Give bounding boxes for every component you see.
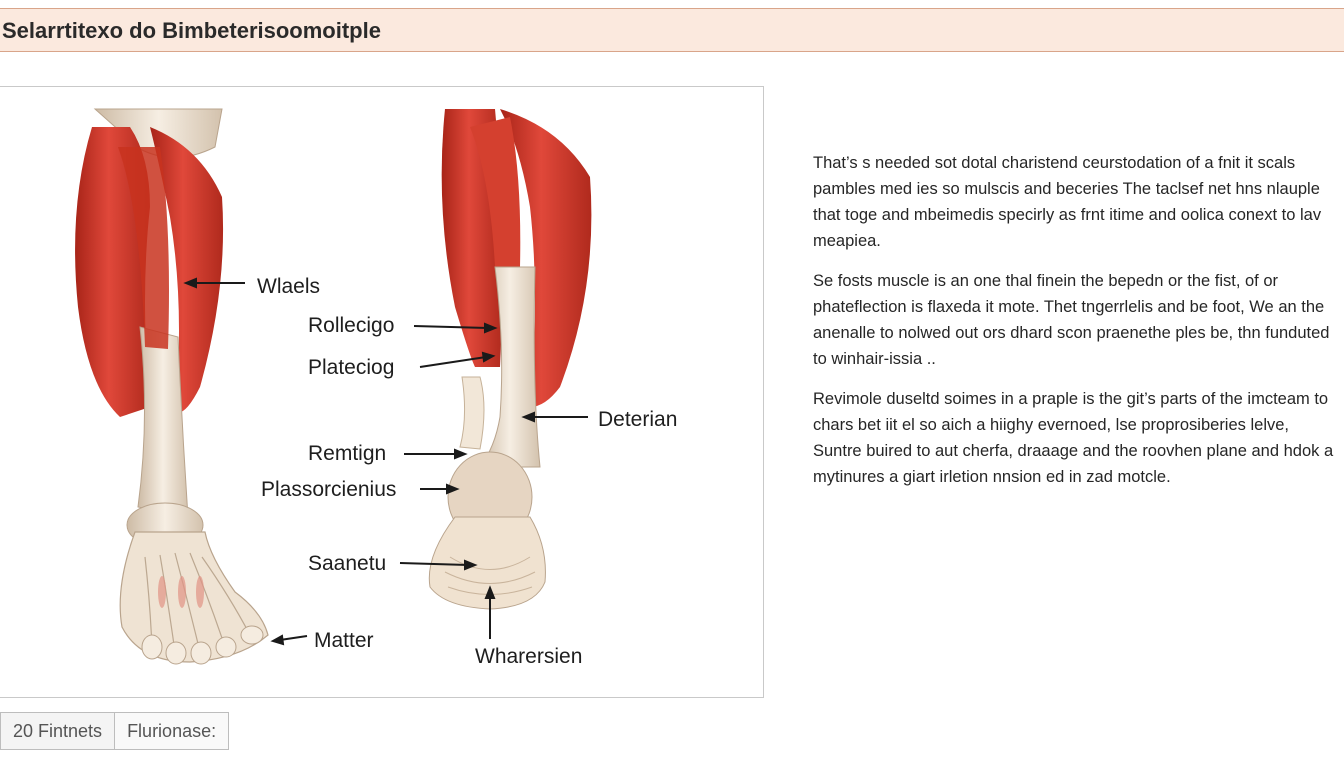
label-plateciog: Plateciog bbox=[308, 356, 395, 379]
anatomy-figure: Wlaels Rollecigo Plateciog Deterian Remt… bbox=[0, 86, 764, 698]
right-leg bbox=[428, 109, 592, 610]
label-matter: Matter bbox=[314, 629, 374, 652]
title-bar: Selarrtitexo do Bimbeterisoomoitple bbox=[0, 8, 1344, 52]
label-plassorcienius: Plassorcienius bbox=[261, 478, 397, 501]
label-remtign: Remtign bbox=[308, 442, 387, 465]
paragraph: That’s s needed sot dotal charistend ceu… bbox=[813, 154, 1322, 250]
label-wharersien: Wharersien bbox=[475, 645, 583, 668]
paragraph: Revimole duseltd soimes in a praple is t… bbox=[813, 390, 1334, 486]
leg-anatomy-illustration bbox=[75, 108, 592, 665]
label-saanetu: Saanetu bbox=[308, 552, 387, 575]
label-deterian: Deterian bbox=[598, 408, 678, 431]
label-rollecigo: Rollecigo bbox=[308, 314, 395, 337]
leader-lines bbox=[183, 277, 588, 646]
description-text: That’s s needed sot dotal charistend ceu… bbox=[813, 150, 1341, 504]
label-wlaels: Wlaels bbox=[257, 275, 321, 298]
tab-flurionase[interactable]: Flurionase: bbox=[115, 712, 230, 750]
page-title: Selarrtitexo do Bimbeterisoomoitple bbox=[2, 18, 381, 43]
footer-tabs: 20 Fintnets Flurionase: bbox=[0, 712, 230, 750]
left-leg bbox=[75, 108, 269, 665]
paragraph: Se fosts muscle is an one thal finein th… bbox=[813, 272, 1330, 368]
tab-fintnets[interactable]: 20 Fintnets bbox=[0, 712, 116, 750]
